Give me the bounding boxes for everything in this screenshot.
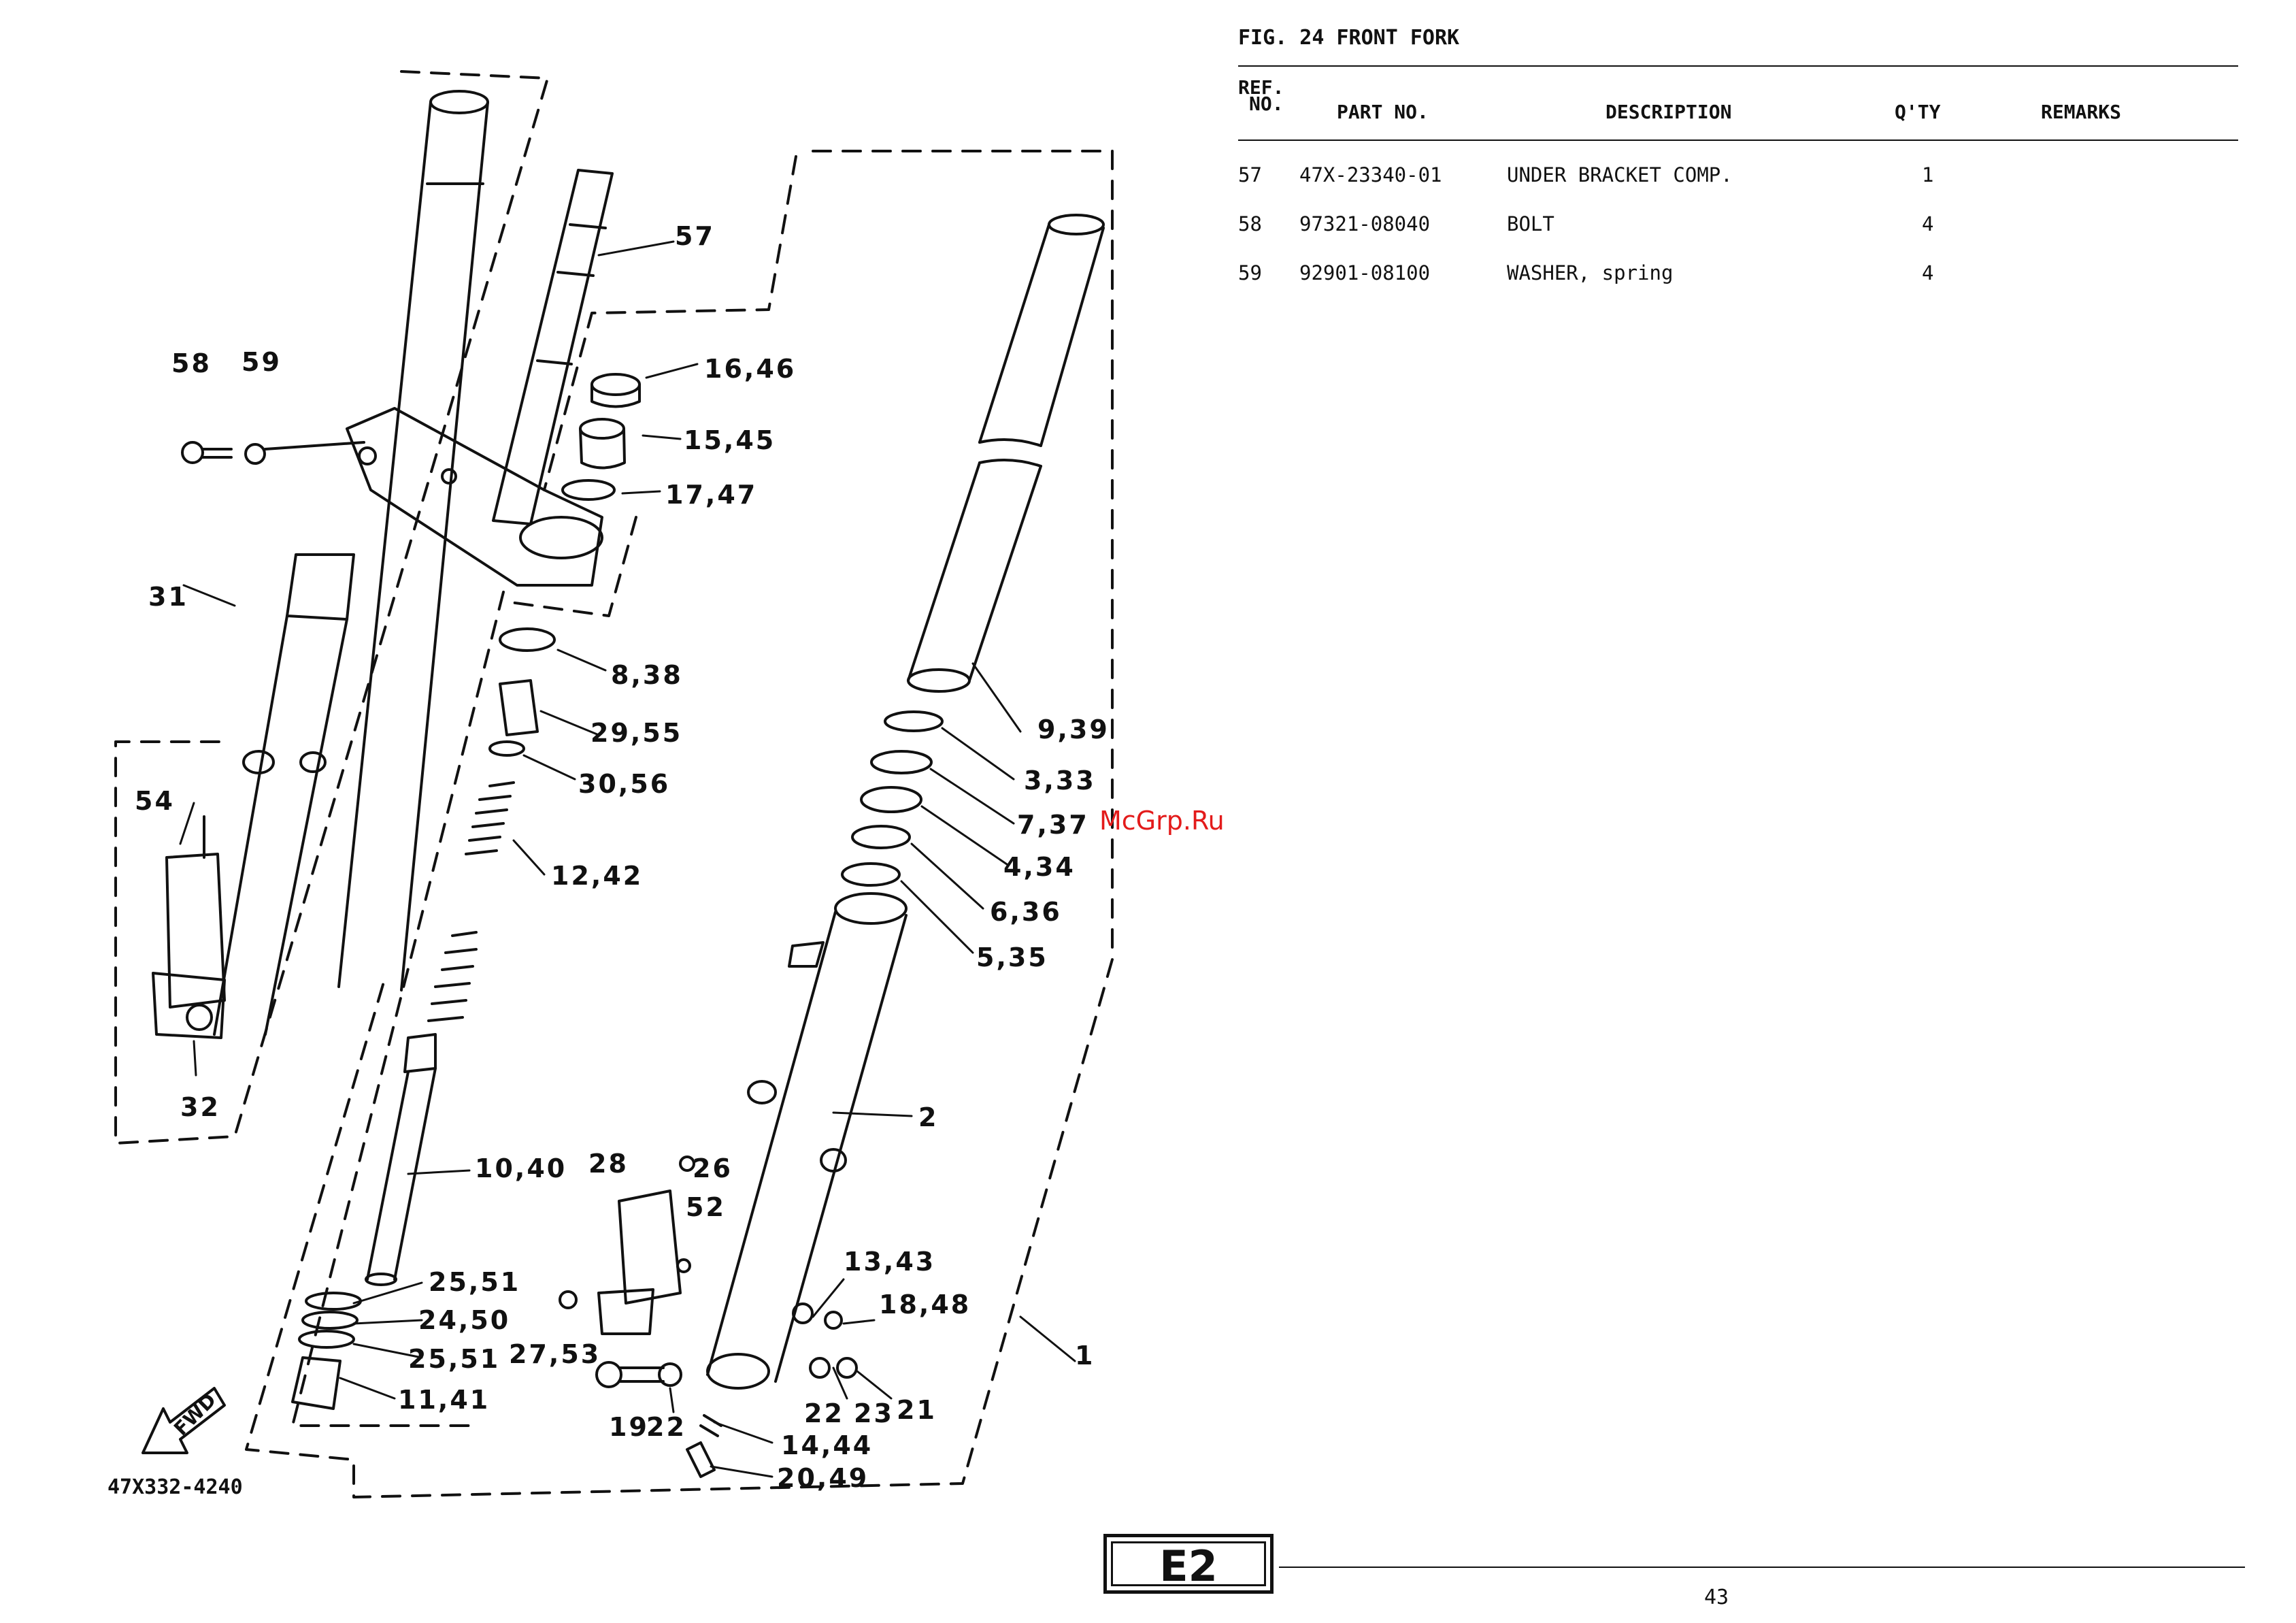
- callout-15-45: 15,45: [684, 425, 776, 455]
- callout-1: 1: [1075, 1341, 1095, 1371]
- section-badge: E2: [1103, 1534, 1274, 1594]
- row-description: WASHER, spring: [1507, 261, 1674, 284]
- row-description: BOLT: [1507, 212, 1554, 235]
- exploded-diagram: 57 58 59 16,46 15,45 17,47 31 8,38 29,55…: [0, 0, 1225, 1623]
- header-part-no: PART NO.: [1337, 101, 1429, 123]
- page-number: 43: [1704, 1586, 1729, 1609]
- row-qty: 4: [1922, 212, 1934, 235]
- callout-22-left: 22: [646, 1412, 686, 1442]
- callout-21: 21: [897, 1395, 937, 1425]
- callout-20-49: 20,49: [777, 1463, 869, 1493]
- left-fork-group-outline: [114, 70, 549, 1145]
- header-ref-no-line1: REF.: [1238, 76, 1284, 99]
- callout-6-36: 6,36: [990, 897, 1062, 927]
- small-hardware: [559, 1290, 858, 1478]
- callout-27-53: 27,53: [509, 1339, 601, 1369]
- front-fork-illustration: [114, 70, 1114, 1498]
- header-remarks: REMARKS: [2041, 101, 2122, 123]
- cap-and-seal-parts: [561, 373, 641, 501]
- leader-lines: [179, 240, 1076, 1478]
- callout-16-46: 16,46: [704, 354, 797, 384]
- header-ref-no-line2: NO.: [1249, 93, 1284, 115]
- callout-32: 32: [180, 1092, 220, 1122]
- inner-parts-column: [365, 627, 556, 1286]
- inner-group-outline-top: [543, 155, 797, 491]
- callout-52: 52: [686, 1192, 726, 1222]
- callout-12-42: 12,42: [551, 861, 644, 891]
- callout-9-39: 9,39: [1037, 715, 1110, 744]
- callout-10-40: 10,40: [475, 1153, 567, 1183]
- callout-17-47: 17,47: [665, 480, 758, 510]
- callout-13-43: 13,43: [844, 1247, 936, 1277]
- row-part-no: 92901-08100: [1299, 261, 1431, 284]
- callout-7-37: 7,37: [1017, 810, 1089, 840]
- callout-24-50: 24,50: [418, 1305, 511, 1335]
- bracket-group-outline: [509, 516, 637, 617]
- row-description: UNDER BRACKET COMP.: [1507, 163, 1733, 186]
- callout-57: 57: [675, 221, 715, 251]
- table-top-rule: [1238, 65, 2238, 67]
- right-inner-tube: [907, 214, 1105, 693]
- figure-title: FIG. 24 FRONT FORK: [1238, 26, 1460, 50]
- callout-25-51-top: 25,51: [429, 1267, 521, 1297]
- callout-29-55: 29,55: [590, 718, 683, 748]
- bottom-seals: [291, 1292, 362, 1410]
- row-ref: 58: [1238, 212, 1262, 235]
- dashed-group-boundaries: [114, 70, 1114, 1498]
- section-badge-label: E2: [1159, 1541, 1218, 1591]
- footer-rule: [1279, 1567, 2245, 1568]
- callout-5-35: 5,35: [976, 942, 1048, 972]
- header-bottom-rule: [1238, 140, 2238, 141]
- fork-rings: [841, 710, 944, 887]
- callout-25-51-bottom: 25,51: [408, 1344, 501, 1374]
- bolt-58-washer-59: [181, 441, 365, 465]
- callout-31: 31: [148, 582, 188, 612]
- right-fork-group-outline: [245, 150, 1114, 1498]
- callout-4-34: 4,34: [1003, 852, 1076, 882]
- header-qty: Q'TY: [1895, 101, 1941, 123]
- right-caliper: [597, 1155, 695, 1335]
- under-bracket-57: [346, 169, 614, 587]
- section-badge-inner-border: [1111, 1541, 1266, 1586]
- diagram-part-code: 47X332-4240: [107, 1475, 243, 1499]
- watermark-text: McGrp.Ru: [1099, 806, 1225, 836]
- callout-14-44: 14,44: [781, 1430, 874, 1460]
- callout-22-right: 22: [804, 1398, 844, 1428]
- callout-59: 59: [242, 347, 282, 377]
- callout-19: 19: [609, 1412, 649, 1442]
- row-qty: 4: [1922, 261, 1934, 284]
- callout-8-38: 8,38: [611, 660, 683, 690]
- callout-30-56: 30,56: [578, 769, 671, 799]
- callout-54: 54: [135, 786, 175, 816]
- callout-2: 2: [918, 1102, 939, 1132]
- header-description: DESCRIPTION: [1605, 101, 1732, 123]
- left-caliper: [152, 815, 226, 1039]
- callout-26: 26: [693, 1153, 733, 1183]
- callout-58: 58: [171, 348, 212, 378]
- row-qty: 1: [1922, 163, 1934, 186]
- callout-28: 28: [588, 1149, 629, 1179]
- damper-group-outline: [291, 591, 505, 1427]
- right-outer-tube: [706, 892, 908, 1390]
- row-ref: 59: [1238, 261, 1262, 284]
- row-ref: 57: [1238, 163, 1262, 186]
- callout-18-48: 18,48: [879, 1290, 971, 1319]
- callout-23: 23: [854, 1398, 894, 1428]
- row-part-no: 97321-08040: [1299, 212, 1431, 235]
- callout-11-41: 11,41: [398, 1385, 490, 1415]
- left-fork-outer-tube: [213, 90, 489, 1036]
- parts-table-area: FIG. 24 FRONT FORK REF. NO. PART NO. DES…: [1238, 20, 2245, 284]
- fwd-arrow-icon: [142, 1387, 226, 1454]
- callout-3-33: 3,33: [1024, 766, 1096, 796]
- row-part-no: 47X-23340-01: [1299, 163, 1442, 186]
